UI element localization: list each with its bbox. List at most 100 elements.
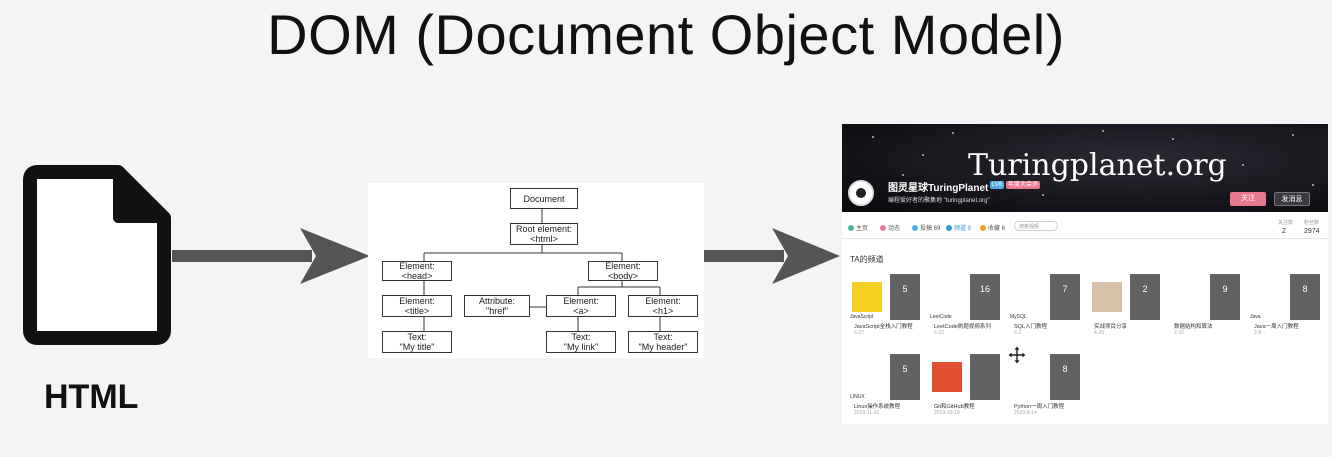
- node-text-header-label: Text:: [653, 332, 673, 342]
- html-file-icon: [20, 162, 174, 353]
- channel-card-date: 5-22: [934, 330, 945, 336]
- tab-label: 收藏 6: [988, 226, 1006, 232]
- channel-card-title[interactable]: JavaScript全栈入门教程: [854, 324, 913, 330]
- channel-navbar: 主页 动态 投稿 69 频道 9 收藏 6 搜索视频 关注数 2 粉丝数 297…: [842, 216, 1328, 239]
- channel-thumbnail[interactable]: 8: [1008, 354, 1080, 400]
- channel-card-date: 2019-9-14: [1014, 410, 1037, 416]
- thumbnail-logo-icon: [1012, 362, 1042, 392]
- search-input[interactable]: 搜索视频: [1014, 221, 1058, 231]
- node-root-tag: <html>: [530, 234, 558, 244]
- channel-thumbnail[interactable]: LeetCode 16: [928, 274, 1000, 320]
- tab-favorites[interactable]: 收藏 6: [980, 223, 1005, 232]
- slide-title: DOM (Document Object Model): [267, 3, 1065, 66]
- channel-thumbnail[interactable]: Java 8: [1248, 274, 1320, 320]
- tab-dynamic[interactable]: 动态: [880, 223, 900, 232]
- thumbnail-logo-icon: [932, 282, 962, 312]
- channel-card-title[interactable]: Linux操作系统教程: [854, 404, 901, 410]
- thumbnail-text: Java: [1250, 314, 1261, 320]
- tab-label: 主页: [856, 226, 869, 232]
- thumbnail-text: JavaScript: [850, 314, 874, 320]
- follow-button[interactable]: 关注: [1230, 192, 1266, 206]
- node-a-label: Element:: [563, 296, 599, 306]
- channel-card-title[interactable]: LeetCode刷题视频系列: [934, 324, 991, 330]
- channel-name: 图灵星球TuringPlanet: [888, 183, 989, 194]
- thumbnail-logo-icon: [1172, 282, 1202, 312]
- node-a: Element: <a>: [546, 295, 616, 317]
- node-root-label: Root element:: [515, 224, 573, 234]
- thumbnail-logo-icon: [852, 282, 882, 312]
- following-count: 2: [1282, 228, 1286, 235]
- channel-banner: Turingplanet.org 图灵星球TuringPlanet LV6 年度…: [842, 124, 1328, 212]
- banner-title: Turingplanet.org: [968, 148, 1227, 183]
- video-count: 8: [1290, 274, 1320, 320]
- video-count: 7: [1050, 274, 1080, 320]
- channel-card-date: 2019-10-19: [934, 410, 960, 416]
- node-attr-value: "href": [486, 306, 508, 316]
- followers-count: 2974: [1304, 228, 1320, 235]
- arrow-right-icon: [172, 224, 372, 293]
- level-badge: LV6: [990, 181, 1005, 189]
- node-body: Element: <body>: [588, 261, 658, 281]
- tab-uploads[interactable]: 投稿 69: [912, 223, 940, 232]
- channel-card-title[interactable]: Git和GitHub教程: [934, 404, 975, 410]
- thumbnail-logo-icon: [1012, 282, 1042, 312]
- thumbnail-text: LeetCode: [930, 314, 952, 320]
- node-title-tag: <title>: [404, 306, 430, 316]
- channel-card-title[interactable]: SQL入门教程: [1014, 324, 1048, 330]
- avatar[interactable]: [848, 180, 874, 206]
- rendered-webpage: Turingplanet.org 图灵星球TuringPlanet LV6 年度…: [842, 124, 1328, 424]
- video-count: 8: [1050, 354, 1080, 400]
- node-head-label: Element:: [399, 261, 435, 271]
- followers-label: 粉丝数: [1304, 220, 1320, 226]
- node-text-link-value: "My link": [563, 342, 599, 352]
- section-title: TA的频道: [850, 255, 884, 264]
- thumbnail-logo-icon: [932, 362, 962, 392]
- node-document-text: Document: [523, 193, 565, 204]
- tab-label: 频道 9: [954, 226, 972, 232]
- channel-thumbnail[interactable]: 2: [1088, 274, 1160, 320]
- video-count: 2: [1130, 274, 1160, 320]
- channel-card-date: 2-15: [1174, 330, 1185, 336]
- node-body-tag: <body>: [607, 271, 639, 281]
- thumbnail-text: LINUX: [850, 394, 865, 400]
- following-label: 关注数: [1278, 220, 1294, 226]
- channel-card-title[interactable]: Python一周入门教程: [1014, 404, 1065, 410]
- tab-label: 投稿 69: [920, 226, 941, 232]
- node-text-title: Text: "My title": [382, 331, 452, 353]
- video-count: [970, 354, 1000, 400]
- message-button[interactable]: 发消息: [1274, 192, 1310, 206]
- channel-card-title[interactable]: 实战项目分享: [1094, 324, 1128, 330]
- move-cursor-icon: [1007, 345, 1027, 369]
- channel-card-title[interactable]: 数据结构和算法: [1174, 324, 1213, 330]
- node-head-tag: <head>: [401, 271, 433, 281]
- node-root-html: Root element: <html>: [510, 223, 578, 245]
- video-count: 9: [1210, 274, 1240, 320]
- thumbnail-logo-icon: [1252, 282, 1282, 312]
- uploads-icon: [912, 225, 918, 231]
- node-title-label: Element:: [399, 296, 435, 306]
- node-text-header: Text: "My header": [628, 331, 698, 353]
- channel-card-date: 5-2: [1014, 330, 1022, 336]
- thumbnail-logo-icon: [1092, 282, 1122, 312]
- tab-channels[interactable]: 频道 9: [946, 223, 971, 232]
- channel-card-date: 2-8: [1254, 330, 1262, 336]
- channel-card-title[interactable]: Java一周入门教程: [1254, 324, 1299, 330]
- home-icon: [848, 225, 854, 231]
- channel-thumbnail[interactable]: [928, 354, 1000, 400]
- channel-thumbnail[interactable]: 9: [1168, 274, 1240, 320]
- node-title: Element: <title>: [382, 295, 452, 317]
- video-count: 16: [970, 274, 1000, 320]
- node-h1-tag: <h1>: [652, 306, 674, 316]
- node-text-header-value: "My header": [638, 342, 688, 352]
- channel-card-date: 2019-11-16: [854, 410, 880, 416]
- channels-icon: [946, 225, 952, 231]
- node-attribute-href: Attribute: "href": [464, 295, 530, 317]
- node-a-tag: <a>: [573, 306, 589, 316]
- html-label: HTML: [44, 378, 139, 416]
- node-h1: Element: <h1>: [628, 295, 698, 317]
- node-text-link: Text: "My link": [546, 331, 616, 353]
- tab-home[interactable]: 主页: [848, 223, 868, 232]
